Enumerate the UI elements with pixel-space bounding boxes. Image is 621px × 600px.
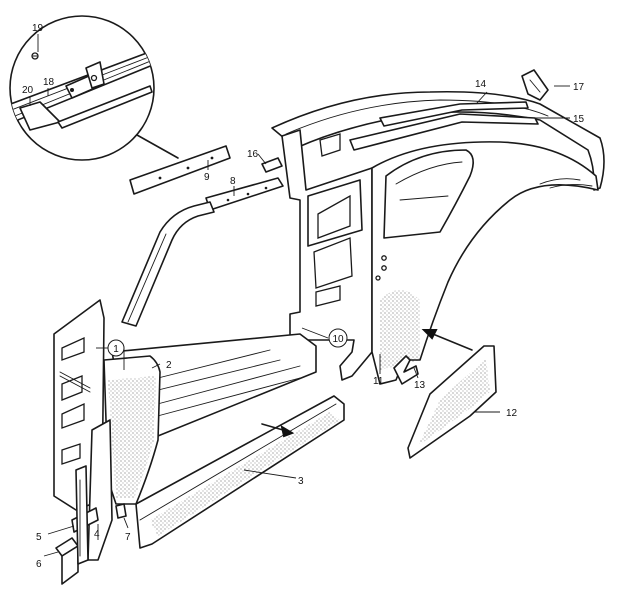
part-9-strip [129, 145, 231, 195]
callout-8: 8 [230, 176, 236, 187]
callout-17: 17 [573, 82, 585, 93]
front-pillar-assembly [53, 299, 161, 585]
assembly-arrows [261, 329, 473, 438]
part-8-door-frame-strip [121, 177, 284, 327]
callout-10: 10 [332, 334, 344, 345]
callout-16: 16 [247, 149, 259, 160]
callout-13: 13 [414, 380, 426, 391]
detail-inset-circle [9, 15, 155, 161]
callout-9: 9 [204, 172, 210, 183]
callout-7: 7 [125, 532, 131, 543]
callout-4: 4 [94, 529, 100, 540]
part-17-bracket [521, 69, 549, 101]
callout-labels: 1 2 3 4 5 6 7 8 9 10 11 12 13 14 15 16 1… [22, 23, 585, 570]
detail-pointer-line [136, 134, 179, 159]
callout-5: 5 [36, 532, 42, 543]
callout-12: 12 [506, 408, 518, 419]
callout-3: 3 [298, 476, 304, 487]
main-body-shell [261, 90, 605, 385]
callout-14: 14 [475, 79, 487, 90]
callout-1-circle [107, 339, 125, 357]
callout-2: 2 [166, 360, 172, 371]
callout-20: 20 [22, 85, 34, 96]
callout-18: 18 [43, 77, 55, 88]
callout-11: 11 [373, 376, 384, 387]
callout-1: 1 [113, 344, 119, 355]
callout-15: 15 [573, 114, 585, 125]
part-12-rear-lower-panel [407, 345, 497, 459]
callout-10-circle [328, 328, 348, 348]
leader-lines [29, 34, 570, 557]
callout-19: 19 [32, 23, 44, 34]
callout-6: 6 [36, 559, 42, 570]
part-13-small-bracket [393, 355, 419, 385]
